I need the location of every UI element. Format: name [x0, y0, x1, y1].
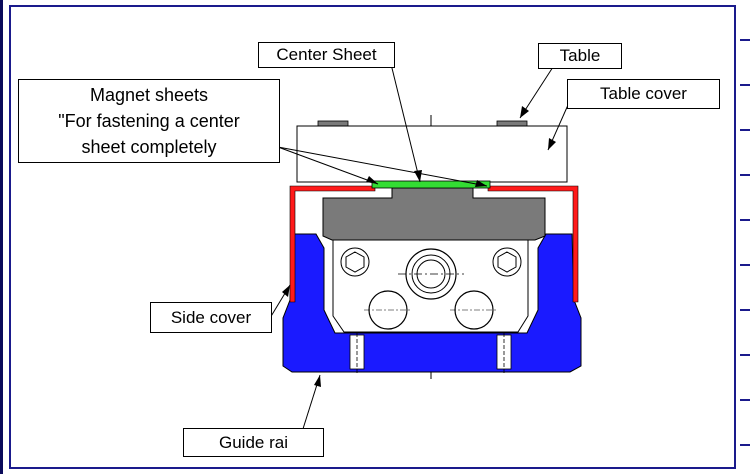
- frame-border-bottom: [9, 467, 736, 469]
- side-cover-right: [487, 185, 579, 303]
- label-side-cover: Side cover: [150, 302, 272, 333]
- frame-border-outer: [0, 0, 3, 474]
- label-guide-rail: Guide rai: [183, 428, 324, 457]
- carriage-top-block: [322, 187, 546, 241]
- frame-tick-marks: [740, 39, 750, 446]
- leader-arrowheads: [282, 106, 556, 387]
- label-table: Table: [538, 43, 622, 69]
- center-sheet-shape: [371, 180, 491, 189]
- frame-border-top: [9, 5, 736, 7]
- frame-border-left: [9, 5, 11, 469]
- label-center-sheet: Center Sheet: [258, 42, 395, 68]
- label-table-cover: Table cover: [567, 79, 720, 109]
- label-magnet-sheets: Magnet sheets "For fastening a center sh…: [18, 79, 280, 163]
- frame-border-right: [734, 5, 736, 469]
- table-cover-shape: [296, 125, 568, 183]
